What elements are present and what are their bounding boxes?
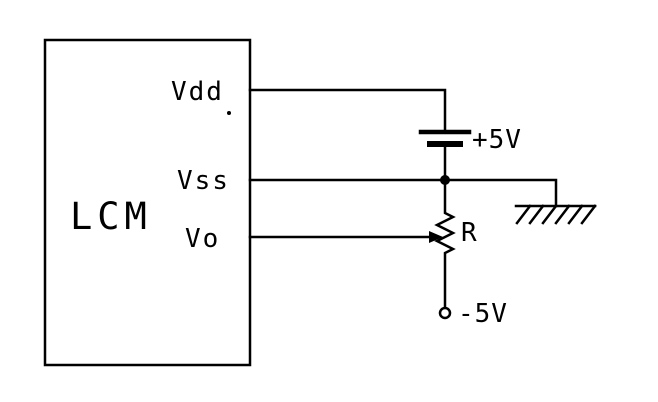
- pin-label-vo: Vo: [185, 224, 220, 254]
- ground-icon: [514, 204, 597, 225]
- potentiometer-icon: [434, 178, 456, 310]
- ground-hatch: [528, 204, 545, 225]
- pin-label-vdd: Vdd: [171, 77, 224, 107]
- lcm-label: LCM: [70, 195, 152, 238]
- ground-hatch: [541, 204, 558, 225]
- pin-label-vss: Vss: [177, 166, 230, 196]
- circuit-fills: [227, 111, 450, 243]
- vss-wire: [248, 178, 558, 208]
- vdd-wire: [248, 88, 447, 131]
- ground-hatch: [580, 204, 597, 225]
- wiper-arrow-icon: [429, 231, 443, 243]
- negative-terminal-icon: [438, 306, 452, 320]
- ground-hatch: [515, 204, 532, 225]
- battery-voltage-label: +5V: [472, 125, 522, 155]
- stray-dot: [227, 111, 231, 115]
- lcm-module-box: [43, 38, 252, 367]
- ground-hatch: [554, 204, 571, 225]
- potentiometer-zigzag: [434, 178, 456, 310]
- junction-dot: [440, 175, 450, 185]
- battery-icon: [418, 129, 472, 147]
- negative-voltage-label: -5V: [458, 299, 508, 329]
- circuit-lines: [43, 38, 597, 367]
- circuit-labels: LCM Vdd Vss Vo +5V R -5V: [70, 77, 522, 329]
- ground-hatch: [567, 204, 584, 225]
- potentiometer-label: R: [461, 218, 477, 248]
